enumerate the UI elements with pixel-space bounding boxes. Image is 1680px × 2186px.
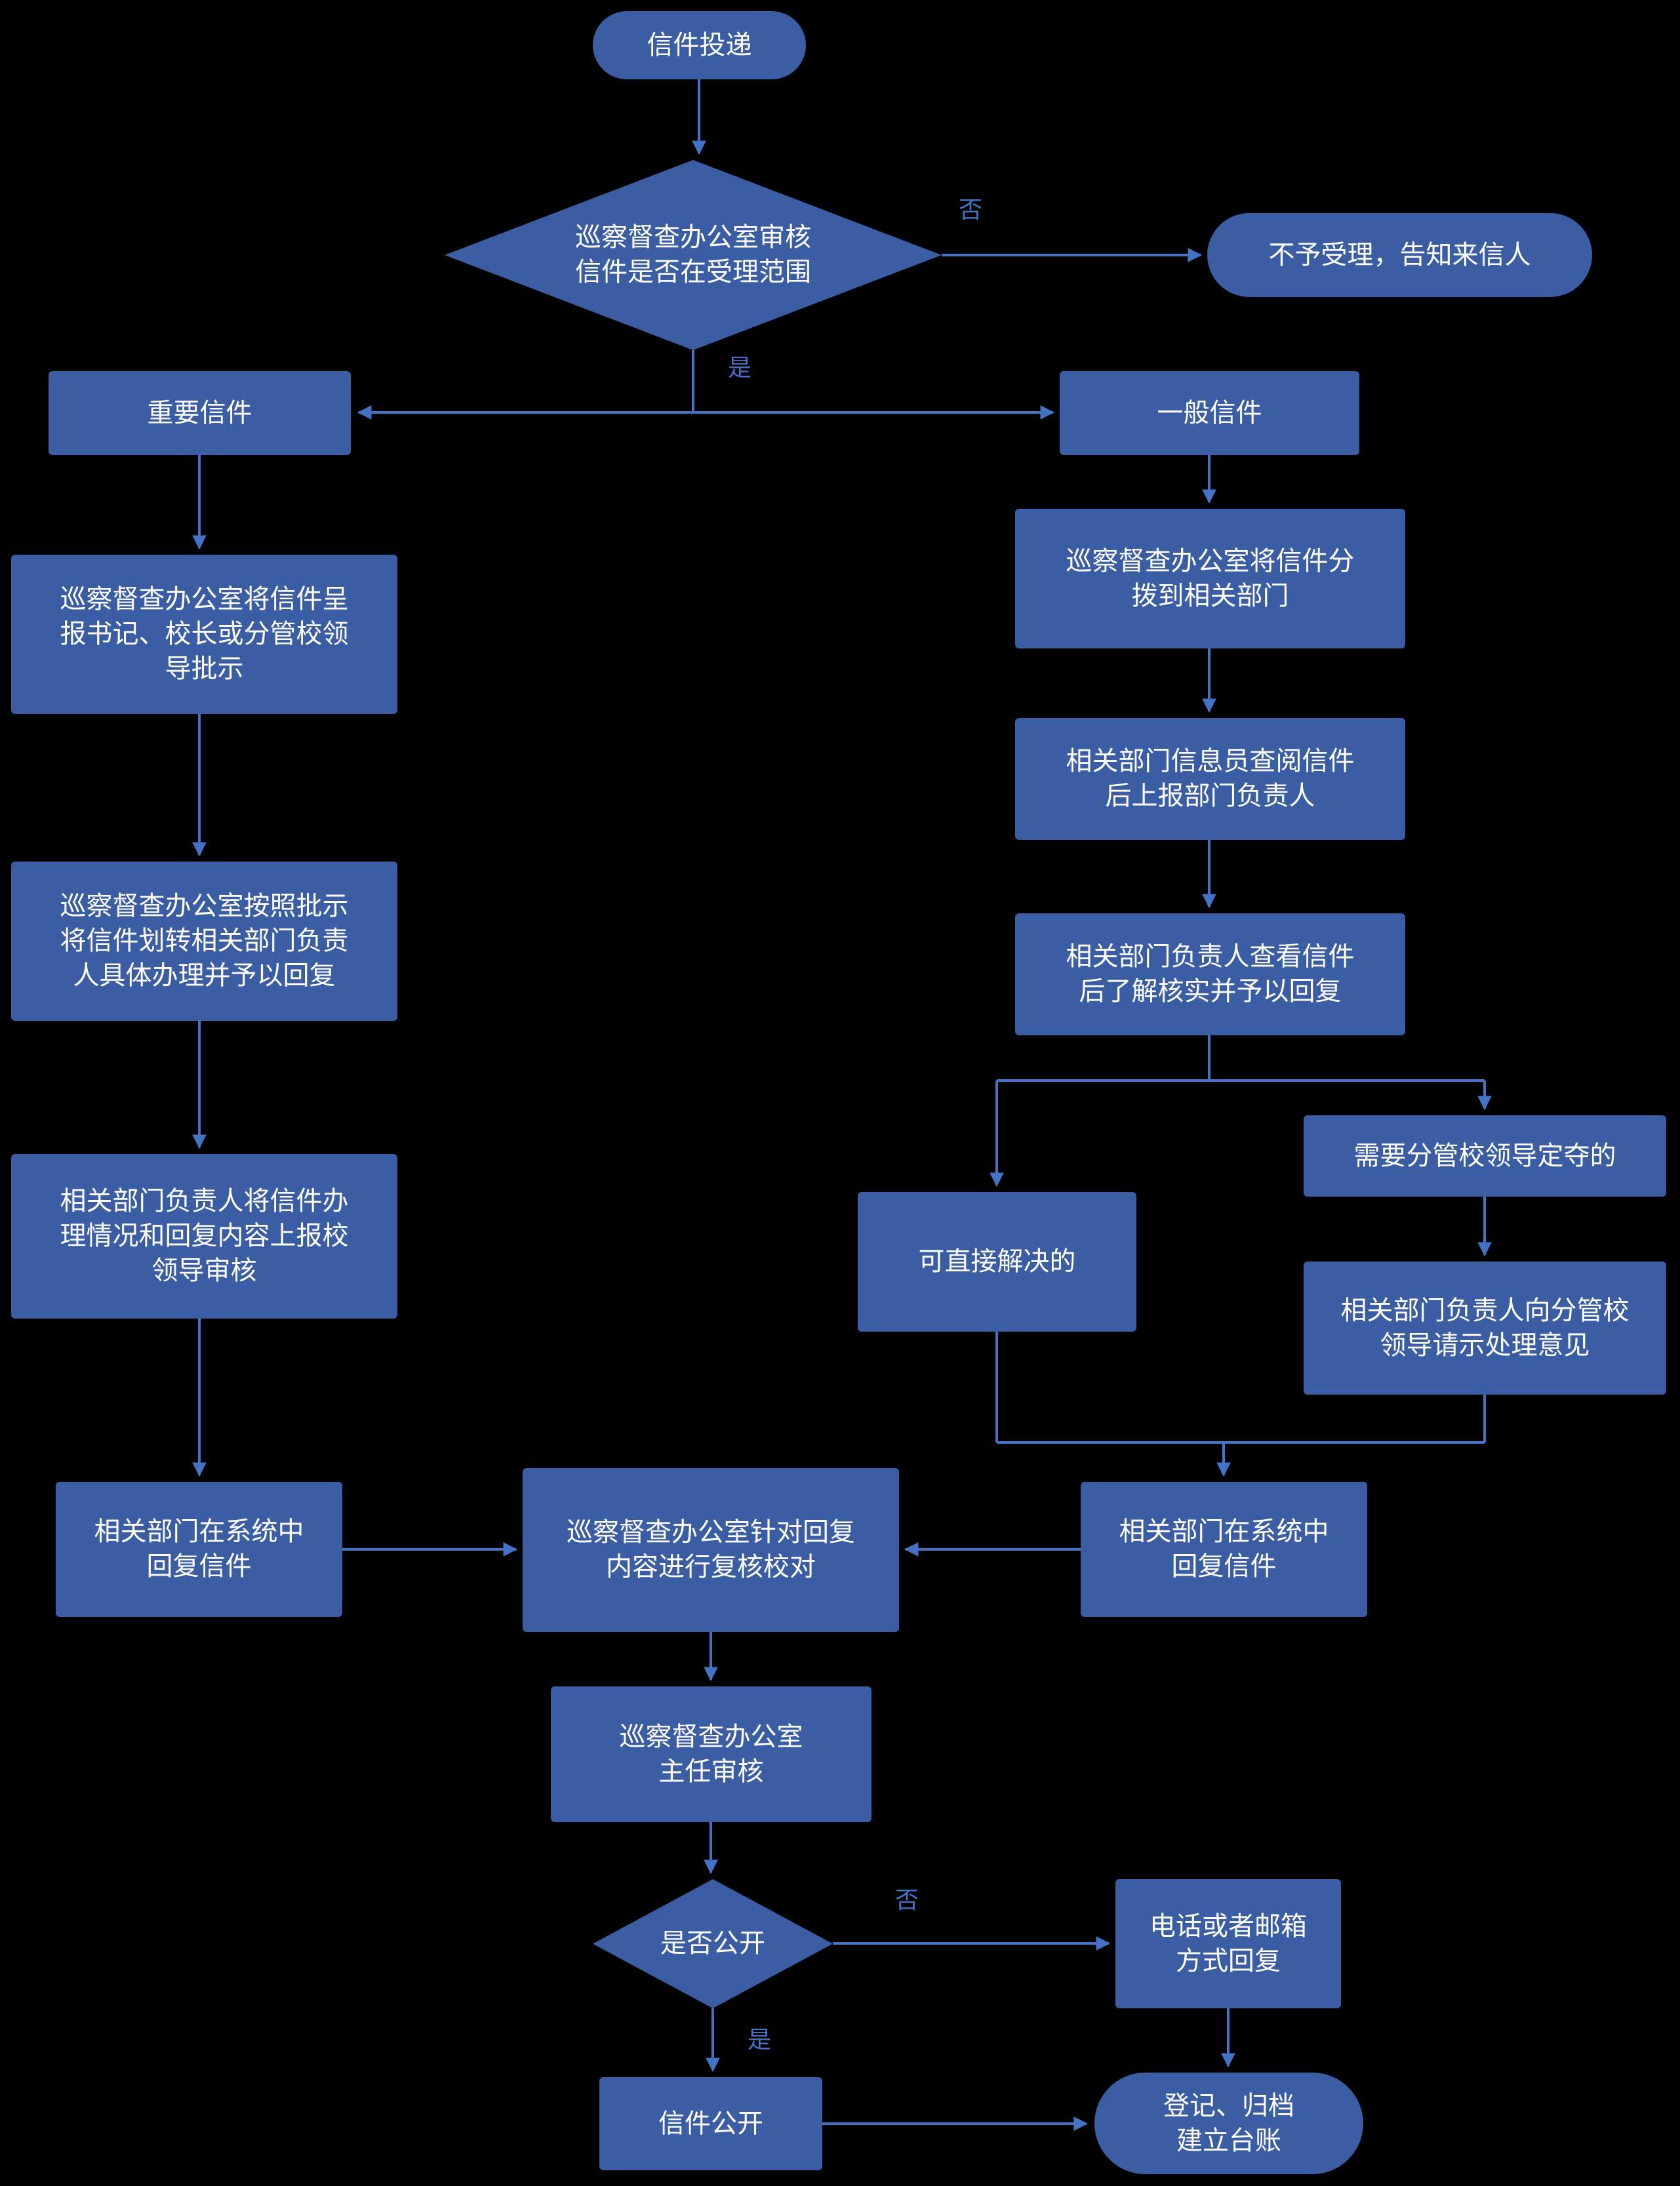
node-general-letter: 一般信件 bbox=[1060, 371, 1359, 455]
node-general-system-reply: 相关部门在系统中 回复信件 bbox=[1081, 1482, 1367, 1617]
node-general-verify: 相关部门负责人查看信件 后了解核实并予以回复 bbox=[1015, 913, 1405, 1035]
edge-label-public-yes: 是 bbox=[748, 2026, 772, 2053]
edge-label-scope-yes: 是 bbox=[728, 354, 752, 381]
edges bbox=[192, 79, 1492, 2131]
node-important-letter: 重要信件 bbox=[49, 371, 351, 455]
edge-label-scope-no: 否 bbox=[959, 196, 983, 223]
node-important-transfer: 巡察督查办公室按照批示 将信件划转相关部门负责 人具体办理并予以回复 bbox=[11, 862, 397, 1021]
node-general-dispatch: 巡察督查办公室将信件分 拨到相关部门 bbox=[1015, 509, 1405, 648]
node-recheck: 巡察督查办公室针对回复 内容进行复核校对 bbox=[523, 1468, 899, 1632]
edge-label-public-no: 否 bbox=[895, 1886, 919, 1913]
node-general-inform: 相关部门信息员查阅信件 后上报部门负责人 bbox=[1015, 718, 1405, 840]
node-archive: 登记、归档 建立台账 bbox=[1094, 2073, 1363, 2174]
node-important-system-reply: 相关部门在系统中 回复信件 bbox=[56, 1482, 342, 1617]
node-phone-email-reply: 电话或者邮箱 方式回复 bbox=[1115, 1879, 1341, 2008]
node-start: 信件投递 bbox=[593, 11, 806, 79]
node-need-leader-decision: 需要分管校领导定夺的 bbox=[1304, 1115, 1666, 1197]
node-ask-leader: 相关部门负责人向分管校 领导请示处理意见 bbox=[1304, 1262, 1666, 1395]
node-important-leader-review: 相关部门负责人将信件办 理情况和回复内容上报校 领导审核 bbox=[11, 1154, 397, 1319]
node-reject: 不予受理，告知来信人 bbox=[1207, 213, 1592, 297]
node-director-review: 巡察督查办公室 主任审核 bbox=[551, 1686, 871, 1822]
node-important-report: 巡察督查办公室将信件呈 报书记、校长或分管校领 导批示 bbox=[11, 555, 397, 714]
node-direct-solve: 可直接解决的 bbox=[858, 1192, 1136, 1332]
node-letter-public: 信件公开 bbox=[599, 2077, 822, 2170]
